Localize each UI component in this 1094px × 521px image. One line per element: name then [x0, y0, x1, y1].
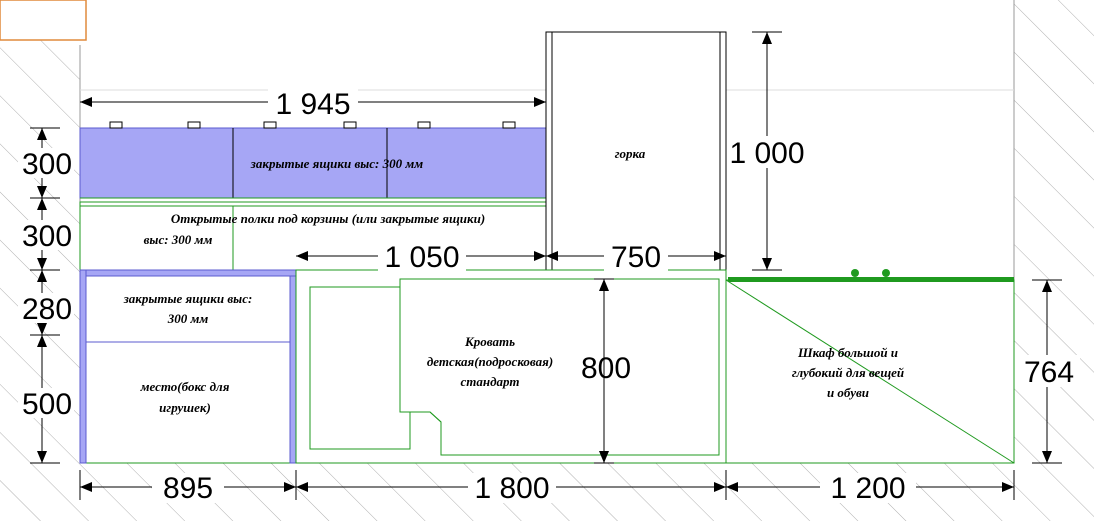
upper-drawers [79, 121, 547, 199]
wardrobe [725, 269, 1015, 464]
label-open-shelves-2: выс: 300 мм [144, 232, 213, 247]
label-wardrobe-3: и обуви [827, 385, 869, 400]
label-closed-drawers-top: закрытые ящики выс: 300 мм [250, 156, 423, 171]
label-bed-2: детская(подросковая) [427, 354, 553, 369]
drawer-handles [109, 121, 516, 129]
label-wardrobe-2: глубокий для вещей [792, 365, 904, 380]
dim-right-1000: 1 000 [729, 137, 804, 170]
dim-left-300-top: 300 [22, 148, 72, 181]
right-wall-hatch [1014, 0, 1094, 521]
lower-cabinet [79, 269, 297, 464]
corner-frame [0, 0, 87, 41]
label-bed-3: стандарт [461, 374, 520, 389]
label-toy-place-1: место(бокс для [140, 379, 230, 394]
label-open-shelves-1: Открытые полки под корзины (или закрытые… [171, 211, 485, 226]
label-toy-place-2: игрушек) [159, 400, 211, 415]
dim-top-1945: 1 945 [275, 88, 350, 121]
dim-left-280: 280 [22, 293, 72, 326]
label-bed-1: Кровать [464, 334, 515, 349]
slide-box [545, 31, 727, 271]
dim-right-764: 764 [1024, 356, 1074, 389]
label-slide: горка [615, 146, 646, 161]
dim-mid-750: 750 [611, 241, 661, 274]
label-closed-drawers-low-2: 300 мм [167, 311, 209, 326]
dim-left-500: 500 [22, 388, 72, 421]
dim-bottom-1200: 1 200 [830, 472, 905, 505]
dim-bottom-1800: 1 800 [474, 472, 549, 505]
dim-bed-800: 800 [581, 352, 631, 385]
label-closed-drawers-low-1: закрытые ящики выс: [123, 291, 253, 306]
dim-left-300-mid: 300 [22, 220, 72, 253]
dimension-arrows [37, 32, 1052, 492]
dim-bottom-895: 895 [163, 472, 213, 505]
label-wardrobe-1: Шкаф большой и [797, 345, 898, 360]
dim-mid-1050: 1 050 [384, 241, 459, 274]
